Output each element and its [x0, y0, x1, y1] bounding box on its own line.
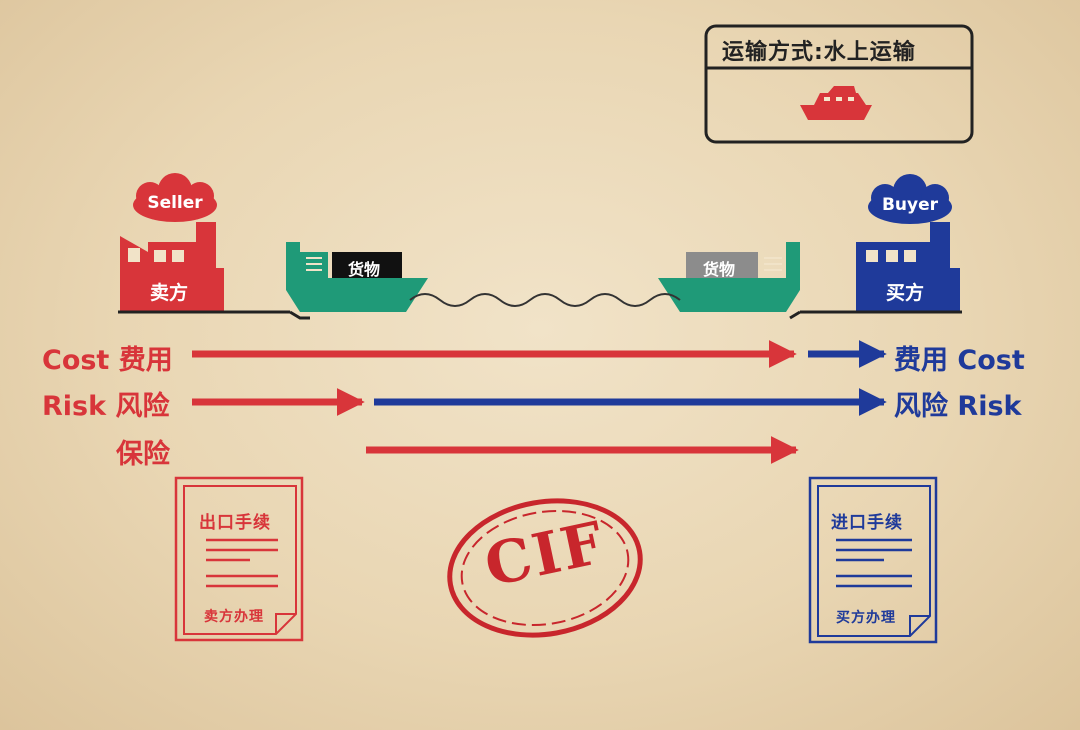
transport-title: 运输方式:水上运输 [722, 40, 916, 65]
cargo-left-label: 货物 [348, 260, 381, 279]
import-doc-icon [808, 476, 938, 644]
cargo-right-label: 货物 [703, 260, 736, 279]
buyer-cloud [868, 174, 952, 224]
ship-left-icon [286, 242, 428, 312]
seller-cloud-label: Seller [147, 193, 203, 213]
risk-label-left: Risk 风险 [42, 391, 170, 422]
risk-label-right: 风险 Risk [894, 391, 1022, 422]
buyer-cloud-label: Buyer [881, 195, 939, 215]
cif-stamp [447, 498, 643, 638]
export-doc-title: 出口手续 [199, 513, 271, 533]
seller-building-label: 卖方 [150, 282, 189, 304]
buyer-building-label: 买方 [886, 282, 925, 304]
export-doc-icon [174, 476, 304, 642]
cost-label-left: Cost 费用 [42, 345, 173, 376]
import-doc-footer: 买方办理 [836, 610, 896, 626]
seller-building-icon [120, 222, 224, 312]
transport-box [704, 24, 974, 144]
import-doc-title: 进口手续 [831, 513, 903, 533]
insurance-label: 保险 [116, 439, 170, 470]
seller-cloud [133, 173, 217, 222]
buyer-building-icon [856, 222, 960, 312]
export-doc-footer: 卖方办理 [204, 609, 264, 625]
ship-icon [800, 86, 872, 120]
cost-label-right: 费用 Cost [894, 345, 1025, 376]
ship-right-icon [658, 242, 800, 312]
wave-line [409, 293, 681, 307]
